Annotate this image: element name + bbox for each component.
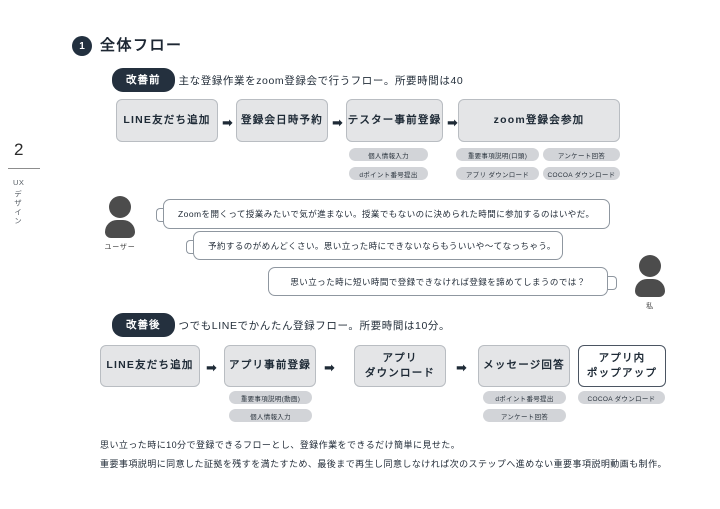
- after-arrow-1: ➡: [206, 360, 217, 375]
- before-tag-zoom-3: アプリ ダウンロード: [456, 167, 539, 180]
- after-tag-popup-1: COCOA ダウンロード: [578, 391, 665, 404]
- note-line-2: 重要事項説明に同意した証拠を残すを満たすため、最後まで再生し同意しなければ次のス…: [100, 459, 668, 469]
- before-description: 主な登録作業をzoom登録会で行うフロー。所要時間は40: [178, 74, 464, 87]
- speech-bubble-1: Zoomを開くって授業みたいで気が進まない。授業でもないのに決められた時間に参加…: [163, 199, 610, 229]
- before-badge: 改善前: [112, 68, 175, 92]
- section-number-badge: 1: [72, 36, 92, 56]
- before-arrow-3: ➡: [447, 115, 458, 130]
- after-step-4[interactable]: メッセージ回答: [478, 345, 570, 387]
- avatar-head-icon: [109, 196, 131, 218]
- before-step-4[interactable]: zoom登録会参加: [458, 99, 620, 142]
- avatar-head-icon: [639, 255, 661, 277]
- after-step-2[interactable]: アプリ事前登録: [224, 345, 316, 387]
- speech-bubble-2: 予約するのがめんどくさい。思い立った時にできないならもういいや〜てなっちゃう。: [193, 231, 563, 260]
- after-badge: 改善後: [112, 313, 175, 337]
- left-rail: 2 UX デザイン: [0, 0, 46, 509]
- before-tag-zoom-4: COCOA ダウンロード: [543, 167, 620, 180]
- after-phase-row: 改善後 つでもLINEでかんたん登録フロー。所要時間は10分。: [112, 313, 450, 337]
- after-tag-apppre-2: 個人情報入力: [229, 409, 312, 422]
- after-step-2-line1: アプリ事前登録: [229, 359, 311, 372]
- rail-divider: [8, 168, 40, 169]
- before-step-3[interactable]: テスター事前登録: [346, 99, 443, 142]
- after-arrow-2: ➡: [324, 360, 335, 375]
- before-arrow-2: ➡: [332, 115, 343, 130]
- after-step-3-line1: アプリ: [382, 351, 418, 364]
- page-title: 全体フロー: [100, 37, 183, 54]
- avatar-body-icon: [105, 220, 135, 238]
- before-tag-tester-2: dポイント番号提出: [349, 167, 428, 180]
- after-tag-apppre-1: 重要事項説明(動画): [229, 391, 312, 404]
- before-step-2[interactable]: 登録会日時予約: [236, 99, 328, 142]
- before-phase-row: 改善前 主な登録作業をzoom登録会で行うフロー。所要時間は40: [112, 68, 463, 92]
- avatar-user: ユーザー: [98, 196, 142, 252]
- after-arrow-3: ➡: [456, 360, 467, 375]
- bubble-tail-3: [607, 276, 617, 290]
- before-tag-tester-1: 個人情報入力: [349, 148, 428, 161]
- rail-label-ja: デザイン: [13, 190, 23, 226]
- before-tag-zoom-2: アンケート回答: [543, 148, 620, 161]
- after-step-5-line2: ポップアップ: [586, 367, 658, 379]
- after-step-4-line1: メッセージ回答: [483, 359, 565, 372]
- avatar-me-label: 私: [646, 303, 654, 310]
- before-arrow-1: ➡: [222, 115, 233, 130]
- before-tag-zoom-1: 重要事項説明(口頭): [456, 148, 539, 161]
- before-step-1[interactable]: LINE友だち追加: [116, 99, 218, 142]
- after-tag-message-2: アンケート回答: [483, 409, 566, 422]
- after-step-1-line1: LINE友だち追加: [106, 359, 194, 372]
- bubble-tail-2: [186, 240, 196, 254]
- note-line-1: 思い立った時に10分で登録できるフローとし、登録作業をできるだけ簡単に見せた。: [100, 440, 461, 450]
- after-step-5-line1: アプリ内: [598, 351, 646, 364]
- avatar-body-icon: [635, 279, 665, 297]
- after-step-5[interactable]: アプリ内 ポップアップ: [578, 345, 666, 387]
- after-step-3-line2: ダウンロード: [364, 367, 436, 379]
- page-number: 2: [14, 140, 24, 159]
- rail-label-en: UX: [13, 178, 25, 187]
- avatar-me: 私: [628, 255, 672, 311]
- after-description: つでもLINEでかんたん登録フロー。所要時間は10分。: [178, 319, 451, 332]
- after-tag-message-1: dポイント番号提出: [483, 391, 566, 404]
- after-step-1[interactable]: LINE友だち追加: [100, 345, 200, 387]
- after-step-3[interactable]: アプリ ダウンロード: [354, 345, 446, 387]
- bubble-tail-1: [156, 208, 166, 222]
- speech-bubble-3: 思い立った時に短い時間で登録できなければ登録を諦めてしまうのでは？: [268, 267, 608, 296]
- avatar-user-label: ユーザー: [104, 244, 136, 251]
